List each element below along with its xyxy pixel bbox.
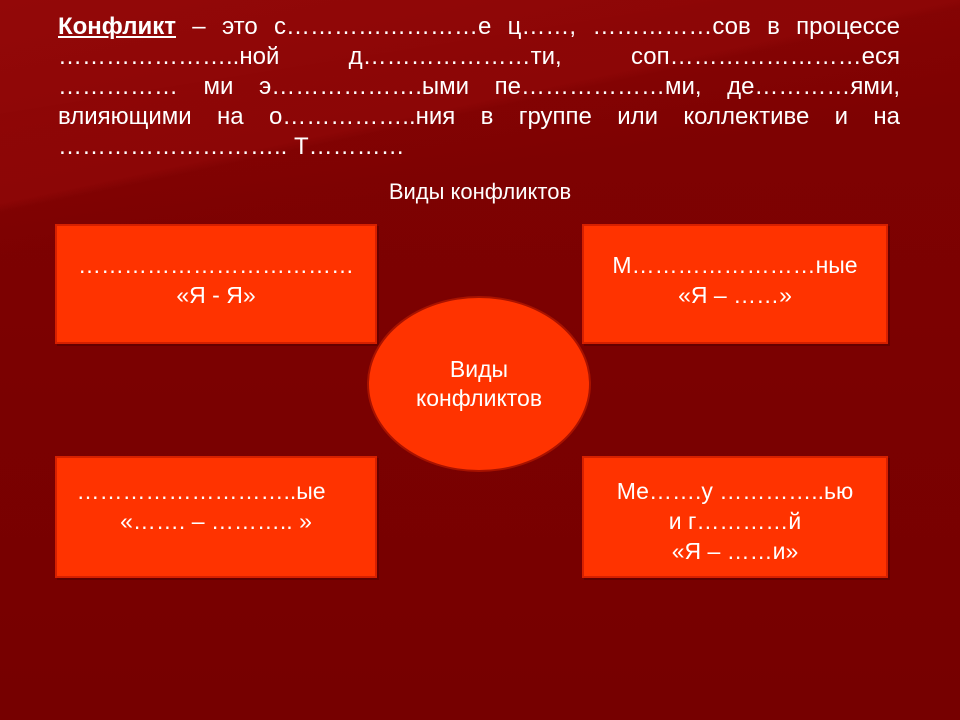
box-line: М……………………ные [612, 252, 858, 278]
box-line: ……………………………… [78, 252, 354, 278]
box-line: «Я – ……» [678, 282, 792, 308]
conflict-type-box-individual-group: Ме…….у …………..ью и г…………й «Я – ……и» [582, 456, 888, 578]
center-oval: Виды конфликтов [367, 296, 591, 472]
box-line: «Я - Я» [176, 282, 256, 308]
box-line: «Я – ……и» [671, 538, 799, 564]
definition-text: – это с……………………е ц……, ……………сов в процесс… [58, 13, 900, 160]
definition-paragraph: Конфликт – это с……………………е ц……, ……………сов … [58, 12, 900, 162]
box-line: и г…………й [668, 508, 802, 534]
box-line: «……. – ……….. » [120, 508, 312, 534]
conflict-type-box-intergroup: ………………………..ые «……. – ……….. » [55, 456, 377, 578]
box-line: ………………………..ые [76, 478, 326, 504]
box-line: Ме…….у …………..ью [616, 478, 854, 504]
center-oval-line: Виды [449, 356, 509, 382]
definition-term: Конфликт [58, 13, 176, 40]
center-oval-line: конфликтов [415, 385, 543, 411]
conflict-type-box-interpersonal: М……………………ные «Я – ……» [582, 224, 888, 344]
section-title: Виды конфликтов [388, 179, 572, 204]
conflict-type-box-intrapersonal: ……………………………… «Я - Я» [55, 224, 377, 344]
